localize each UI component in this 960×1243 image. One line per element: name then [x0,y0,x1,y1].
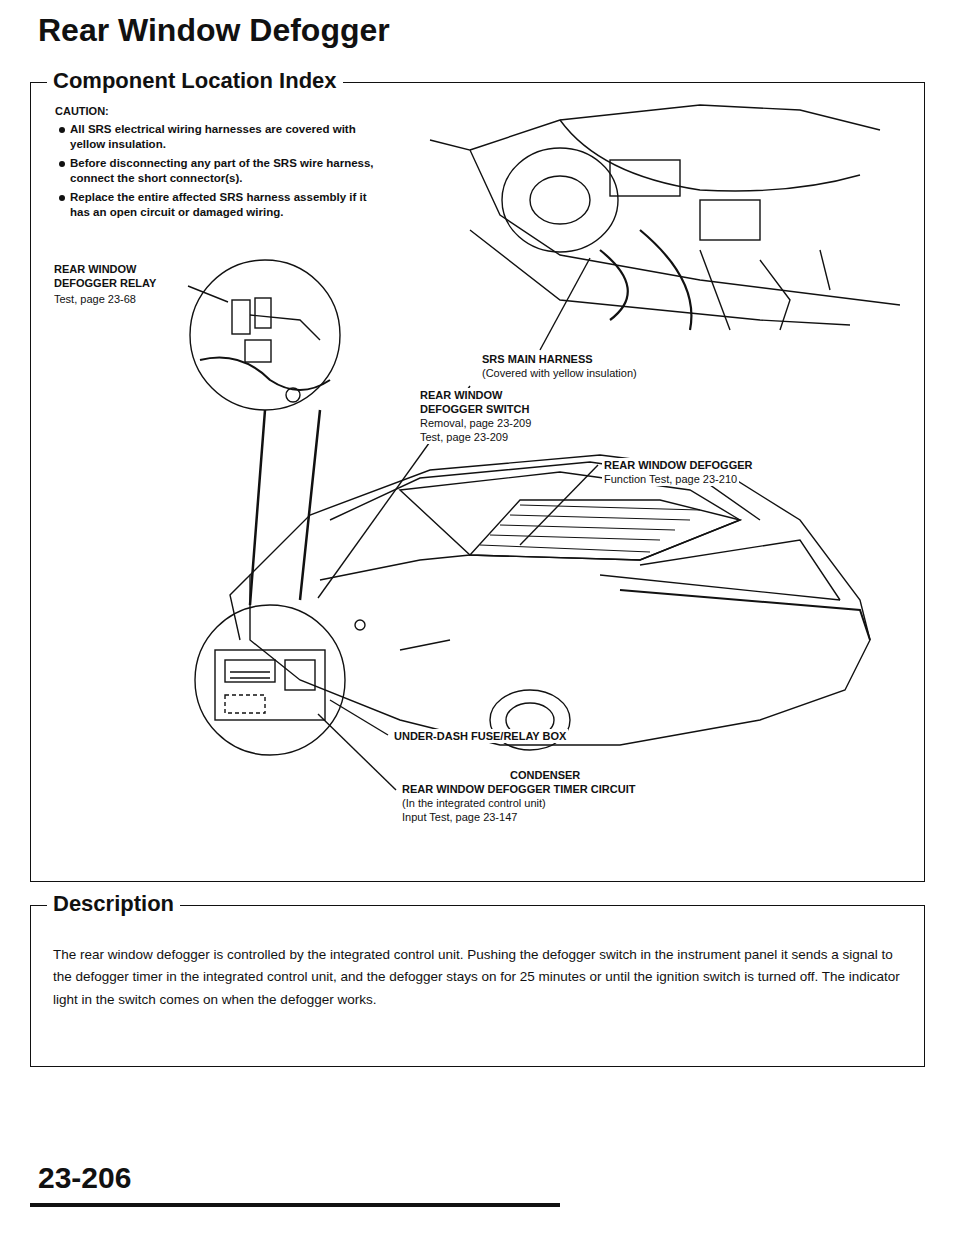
caution-note: Replace the entire affected SRS harness … [58,190,380,220]
caution-heading-text: CAUTION: [55,105,109,117]
page-ref: Test, page 23-68 [54,292,136,306]
part-name: REAR WINDOW DEFOGGER RELAY [54,262,184,291]
part-note: (Covered with yellow insulation) [480,366,639,380]
bullet-dot [59,161,65,167]
caution-heading: CAUTION: [55,104,109,118]
dashboard-sketch [430,105,900,330]
part-name-text: REAR WINDOW DEFOGGER TIMER CIRCUIT [402,783,635,795]
caution-note-text: Before disconnecting any part of the SRS… [70,157,374,184]
page-ref-text: Removal, page 23-209 [420,417,531,429]
part-note-text: (In the integrated control unit) [402,797,546,809]
bottom-rule [30,1203,560,1207]
page-ref-text: Test, page 23-209 [420,431,508,443]
leader-line [540,258,590,350]
part-name-text: UNDER-DASH FUSE/RELAY BOX [394,730,566,742]
part-name: REAR WINDOW DEFOGGER SWITCH [418,388,547,417]
page-ref: Test, page 23-209 [418,430,510,444]
part-note: (In the integrated control unit) [400,796,548,810]
section-text: The rear window defogger is controlled b… [31,906,924,1021]
bullet-dot [59,127,65,133]
part-name: REAR WINDOW DEFOGGER [602,458,755,472]
page-ref-text: Input Test, page 23-147 [402,811,517,823]
caution-note-text: Replace the entire affected SRS harness … [70,191,367,218]
part-name-text: REAR WINDOW DEFOGGER RELAY [54,263,156,289]
car-sketch [230,455,870,750]
caution-note-text: All SRS electrical wiring harnesses are … [70,123,356,150]
part-note-text: (Covered with yellow insulation) [482,367,637,379]
page-ref-text: Test, page 23-68 [54,293,136,305]
fuse-box-inset [195,605,345,755]
page-number-text: 23-206 [38,1161,131,1194]
bullet-dot [59,195,65,201]
part-name-text: SRS MAIN HARNESS [482,353,593,365]
part-name-text: REAR WINDOW DEFOGGER SWITCH [420,389,529,415]
part-name: SRS MAIN HARNESS [480,352,595,366]
inset-tail [250,410,320,605]
page-ref: Input Test, page 23-147 [400,810,519,824]
section-heading: Component Location Index [47,68,343,94]
part-name-text: REAR WINDOW DEFOGGER [604,459,753,471]
part-name: UNDER-DASH FUSE/RELAY BOX [392,729,568,743]
caution-note: All SRS electrical wiring harnesses are … [58,122,380,152]
section-heading: Description [47,891,180,917]
page-ref: Removal, page 23-209 [418,416,533,430]
section-frame: DescriptionThe rear window defogger is c… [30,905,925,1067]
part-name-text: CONDENSER [510,769,580,781]
caution-note: Before disconnecting any part of the SRS… [58,156,380,186]
page-title: Rear Window Defogger [38,12,390,49]
page-number: 23-206 [38,1158,131,1197]
relay-inset [188,260,340,410]
part-name: REAR WINDOW DEFOGGER TIMER CIRCUIT [400,782,637,796]
page-ref-text: Function Test, page 23-210 [604,473,737,485]
page-ref: Function Test, page 23-210 [602,472,739,486]
leader-line [330,700,388,735]
part-name: CONDENSER [508,768,582,782]
